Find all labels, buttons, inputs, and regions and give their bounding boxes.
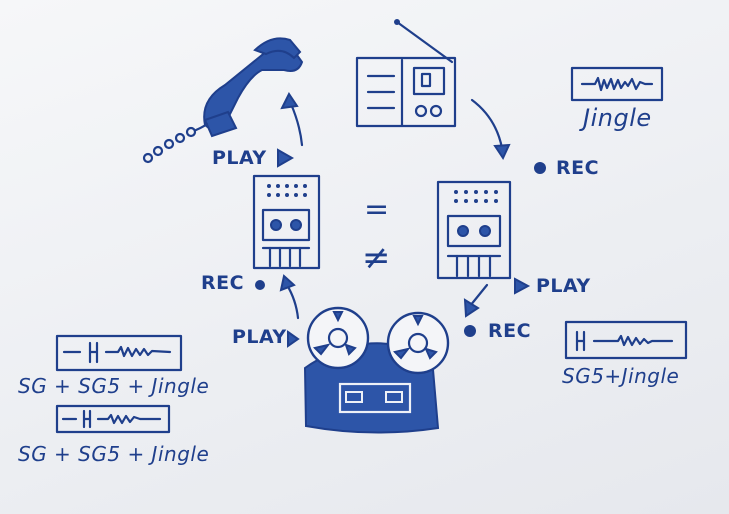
play-symbol-left xyxy=(287,330,300,348)
play-symbol-top xyxy=(277,148,295,168)
tape-strip-sg-sg5-jingle-b xyxy=(55,404,171,434)
telephone-handset-icon xyxy=(142,37,304,164)
arrow-radio-to-right-recorder xyxy=(470,98,511,161)
play-label-left: PLAY xyxy=(232,326,287,348)
arrow-left-recorder-to-telephone xyxy=(280,92,304,147)
jingle-tape-strip xyxy=(570,66,664,102)
sg5-jingle-caption: SG5+Jingle xyxy=(562,364,680,388)
not-equal-sign: ≠ xyxy=(362,238,391,278)
rec-label-left: REC xyxy=(201,272,245,294)
play-symbol-right xyxy=(514,277,531,295)
reel-to-reel-tape-deck xyxy=(303,306,450,434)
rec-dot-left xyxy=(255,280,265,290)
rec-label-reel: REC xyxy=(488,320,532,342)
arrow-right-recorder-to-reel xyxy=(463,283,489,318)
rec-dot-top-right xyxy=(534,162,546,174)
rec-dot-reel xyxy=(464,325,476,337)
arrow-reel-to-left-recorder xyxy=(279,274,300,320)
play-label-top: PLAY xyxy=(212,147,267,169)
jingle-label-top: Jingle xyxy=(583,104,652,132)
equals-sign: = xyxy=(364,192,390,227)
radio-icon xyxy=(355,19,457,128)
cassette-recorder-left xyxy=(252,174,321,270)
tape-a-caption: SG + SG5 + Jingle xyxy=(18,374,210,398)
rec-label-top-right: REC xyxy=(556,157,600,179)
tape-strip-sg-sg5-jingle-a xyxy=(55,334,183,372)
cassette-recorder-right xyxy=(436,180,512,280)
tape-b-caption: SG + SG5 + Jingle xyxy=(18,442,210,466)
play-label-right: PLAY xyxy=(536,275,591,297)
tape-strip-sg5-jingle xyxy=(564,320,688,360)
